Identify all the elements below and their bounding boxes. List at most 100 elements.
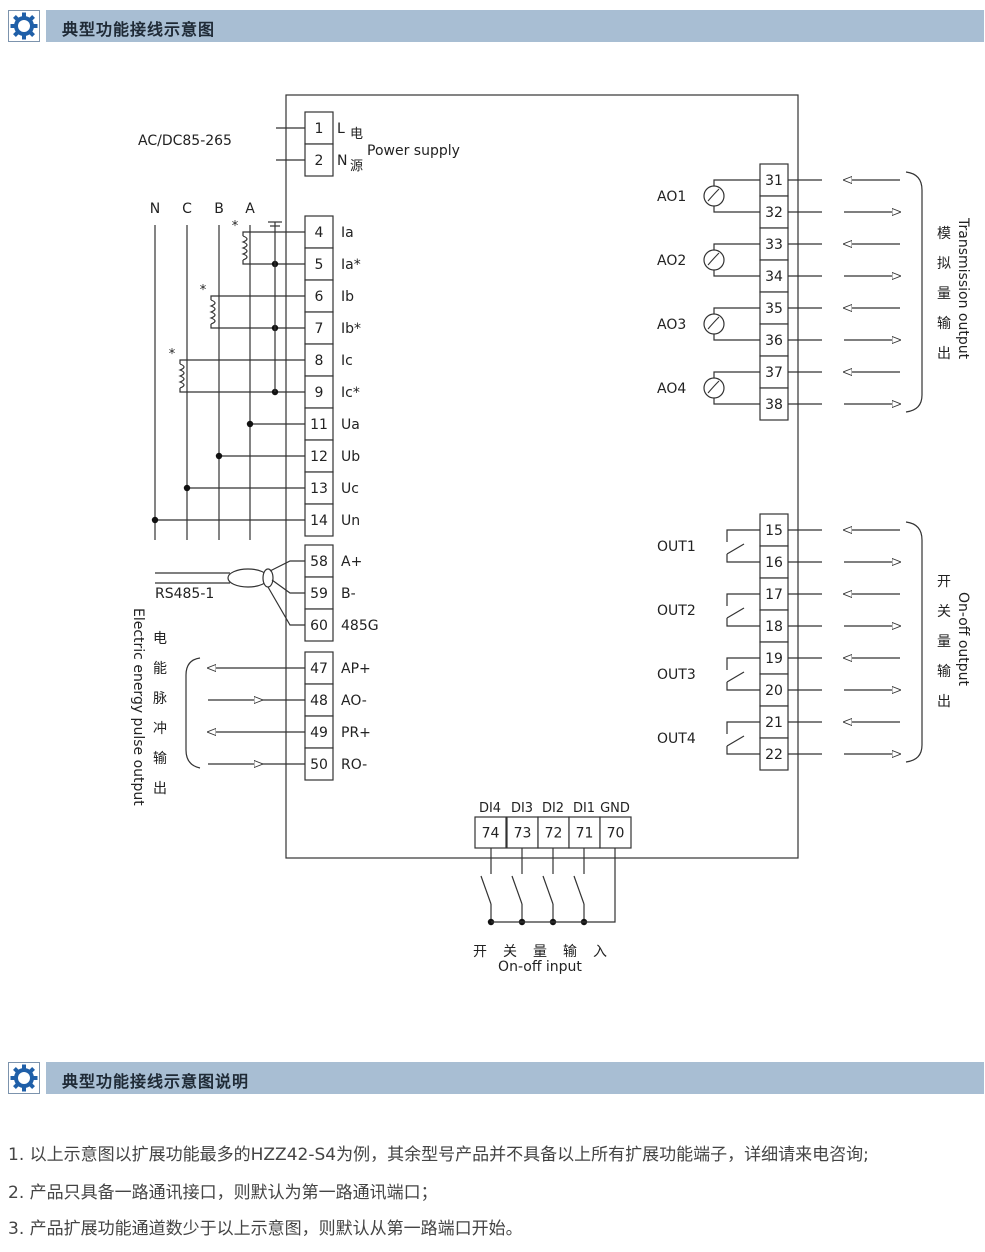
junction-dot [183,484,191,492]
terminal-number: 15 [765,523,783,539]
terminal-box [304,247,334,281]
terminal-number: 16 [765,555,783,571]
note-1: 1. 以上示意图以扩展功能最多的HZZ42-S4为例，其余型号产品并不具备以上所… [8,1145,869,1165]
relay-contact [726,735,745,747]
terminal-name: RO- [341,757,367,773]
polarity-mark: * [169,347,176,362]
relay-wire [726,529,760,542]
meter-icon [703,313,725,335]
relay-wire [726,593,760,606]
ao-wire [713,270,760,277]
terminal-number: 8 [315,353,324,369]
di-label: DI1 [573,801,595,816]
onoff-out-en-label: On-off output [955,592,971,687]
onoff-in-cn-char: 开 [473,944,487,960]
terminal-number: 31 [765,173,783,189]
terminal-number: 12 [310,449,328,465]
terminal-name: N [337,153,347,169]
pulse-cn-char: 出 [153,781,167,797]
device-outline [285,94,799,859]
terminal-number: 1 [315,121,324,137]
meter-needle [707,188,720,202]
terminal-number: 17 [765,587,783,603]
relay-wire [726,657,760,670]
terminal-number: 50 [310,757,328,773]
onoff-out-cn-char: 输 [937,664,951,680]
ao-label: AO2 [657,253,686,269]
di-label: DI3 [511,801,533,816]
di-switch [480,875,492,905]
terminal-box [759,641,789,675]
terminal-box [506,816,539,849]
phase-label: B [214,201,224,217]
rs485-cable-shield [227,568,269,588]
terminal-number: 9 [315,385,324,401]
terminal-number: 4 [315,225,324,241]
transmission-cn-char: 模 [937,226,951,242]
terminal-number: 74 [482,826,500,842]
terminal-number: 48 [310,693,328,709]
terminal-number: 18 [765,619,783,635]
relay-contact [726,543,745,555]
terminal-number: 72 [545,826,563,842]
junction-dot [151,516,159,524]
ct-coil [178,363,185,389]
ct-coil [241,235,248,261]
terminal-number: 59 [310,586,328,602]
junction-dot [215,452,223,460]
section-title: 典型功能接线示意图 [62,20,216,39]
pulse-cn-char: 电 [153,631,167,647]
relay-contact [726,607,745,619]
relay-wire [726,721,760,734]
di-switch [542,875,554,905]
ao-wire [713,179,760,186]
terminal-number: 5 [315,257,324,273]
di-switch [573,875,585,905]
terminal-name: Ib [341,289,354,305]
terminal-number: 37 [765,365,783,381]
terminal-name: AP+ [341,661,371,677]
onoff-in-cn-char: 关 [503,944,517,960]
terminal-box [304,715,334,749]
terminal-number: 73 [514,826,532,842]
rs485-label: RS485-1 [155,586,214,602]
terminal-number: 19 [765,651,783,667]
rs485-wire [269,560,305,572]
out-label: OUT1 [657,539,696,555]
terminal-box [599,816,632,849]
terminal-number: 11 [310,417,328,433]
meter-icon [703,377,725,399]
terminal-number: 34 [765,269,783,285]
terminal-number: 70 [607,826,625,842]
terminal-name: Ic [341,353,353,369]
di-label: DI2 [542,801,564,816]
terminal-number: 71 [576,826,594,842]
terminal-number: 36 [765,333,783,349]
ct-coil [209,299,216,325]
onoff-in-cn-char: 入 [593,944,607,960]
supply-en-label: Power supply [367,143,460,159]
ao-label: AO1 [657,189,686,205]
terminal-number: 38 [765,397,783,413]
terminal-number: 14 [310,513,328,529]
rs485-wire [271,579,305,594]
terminal-number: 33 [765,237,783,253]
di-label: GND [600,801,630,816]
ct-wire [210,295,305,300]
gear-icon [8,10,40,42]
ao-wire [713,398,760,405]
terminal-box [304,608,334,642]
relay-wire [726,682,760,691]
ct-wire [179,359,305,364]
terminal-name: Ua [341,417,360,433]
di-switch [511,875,523,905]
transmission-cn-char: 出 [937,346,951,362]
terminal-number: 60 [310,618,328,634]
phase-label: C [182,201,192,217]
di-label: DI4 [479,801,501,816]
pulse-en-label: Electric energy pulse output [130,608,146,806]
terminal-box [304,503,334,537]
onoff-in-cn-char: 输 [563,944,577,960]
pulse-cn-char: 脉 [153,691,167,707]
